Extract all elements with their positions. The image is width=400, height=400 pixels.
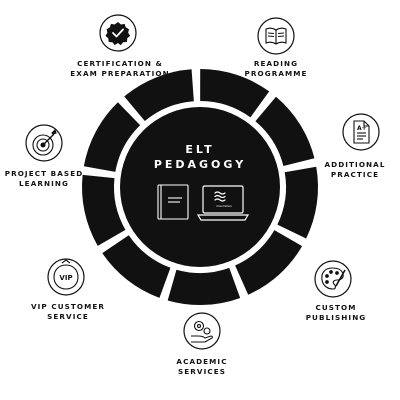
open-book-icon <box>257 17 295 55</box>
node-label-certification-line2: EXAM PREPARATION <box>70 68 170 78</box>
node-label-project-line1: PROJECT BASED <box>4 169 84 178</box>
ring-segment <box>82 174 126 246</box>
laptop-icon: macmillan <box>196 185 250 221</box>
target-icon <box>25 124 63 162</box>
node-label-additional-line1: ADDITIONAL <box>324 160 386 169</box>
node-label-publishing-line2: PUBLISHING <box>305 312 367 322</box>
center-title-line2: PEDAGOGY <box>154 158 246 171</box>
node-label-additional-line2: PRACTICE <box>330 169 380 179</box>
node-label-reading-line1: READING <box>253 59 299 68</box>
node-label-project-line2: LEARNING <box>19 178 69 188</box>
node-label-academic-services: ACADEMIC SERVICES <box>162 357 242 376</box>
ring-segment <box>255 96 315 167</box>
ring-segment <box>124 69 194 122</box>
center-disc <box>120 107 280 267</box>
node-label-custom-publishing: CUSTOM PUBLISHING <box>296 303 376 322</box>
node-label-academic-line2: SERVICES <box>177 366 227 376</box>
node-label-publishing-line1: CUSTOM <box>315 303 357 312</box>
center-title-line1: ELT <box>185 143 214 156</box>
ring-segment <box>235 230 303 295</box>
gears-hand-icon <box>183 312 221 350</box>
node-label-certification-line1: CERTIFICATION & <box>77 59 163 68</box>
ring-segment <box>102 235 171 298</box>
node-label-reading: READING PROGRAMME <box>226 59 326 78</box>
ring-segments <box>82 69 318 305</box>
ring-segment <box>200 69 270 118</box>
node-label-academic-line1: ACADEMIC <box>176 357 228 366</box>
palette-icon <box>314 260 352 298</box>
ring-segment <box>167 267 241 305</box>
node-label-vip-line2: SERVICE <box>47 311 89 321</box>
node-label-vip-line1: VIP CUSTOMER <box>30 302 106 311</box>
node-label-project-based-learning: PROJECT BASED LEARNING <box>0 169 88 188</box>
laptop-screen-text: macmillan <box>216 204 232 208</box>
graded-paper-icon: A+ <box>342 113 380 151</box>
ring-segment <box>83 102 141 172</box>
ring-segment <box>277 166 318 239</box>
node-label-vip-customer-service: VIP CUSTOMER SERVICE <box>18 302 118 321</box>
vip-badge-icon: VIP <box>47 258 85 296</box>
node-label-certification: CERTIFICATION & EXAM PREPARATION <box>50 59 190 78</box>
svg-text:VIP: VIP <box>59 274 72 282</box>
node-label-additional-practice: ADDITIONAL PRACTICE <box>315 160 395 179</box>
book-icon <box>157 184 189 220</box>
node-icons: A+ <box>25 14 380 350</box>
node-label-reading-line2: PROGRAMME <box>244 68 308 78</box>
svg-text:A+: A+ <box>357 125 367 132</box>
badge-check-icon <box>99 14 137 52</box>
macmillan-logo-icon <box>214 191 226 202</box>
